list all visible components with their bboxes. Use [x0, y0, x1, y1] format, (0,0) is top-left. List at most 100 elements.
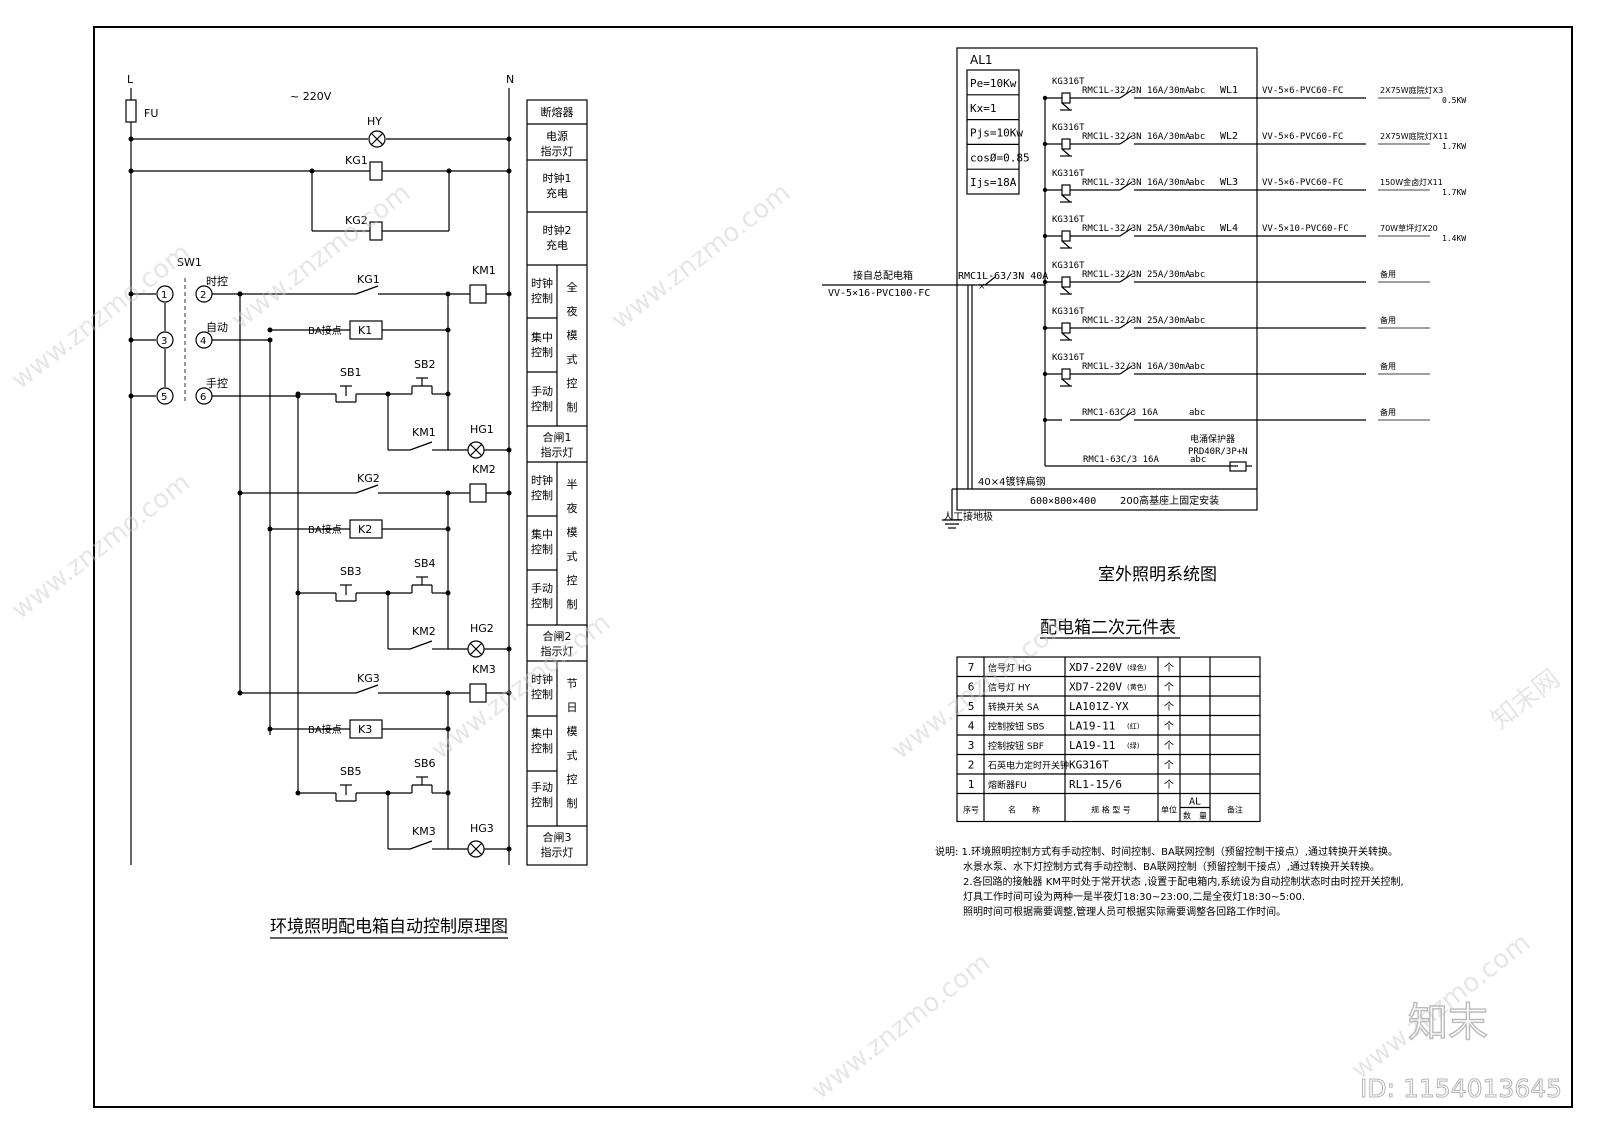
watermark-text-3: www.znzmo.com — [606, 178, 796, 336]
side-cell: 手动 — [531, 581, 553, 595]
parts-unit: 个 — [1164, 662, 1174, 674]
circuit-load: 2X75W庭院灯X3 — [1380, 85, 1443, 95]
junction-dot — [267, 726, 273, 732]
param-value: Kx=1 — [970, 102, 997, 115]
side-cell: 控制 — [531, 741, 553, 755]
side-cell: 控制 — [531, 687, 553, 701]
parts-spec: RL1-15/6 — [1069, 778, 1122, 791]
timer-symbol — [1061, 92, 1071, 104]
label-K3: K3 — [358, 723, 372, 736]
wire — [469, 443, 483, 457]
terminal-2-label: 2 — [200, 290, 206, 301]
label-KG2: KG2 — [345, 214, 368, 227]
circuit-load: 备用 — [1380, 315, 1396, 325]
junction-dot — [1042, 371, 1048, 377]
incoming-cable: VV-5×16-PVC100-FC — [828, 288, 930, 299]
label-KG1: KG1 — [357, 273, 380, 286]
junction-dot — [506, 447, 512, 453]
junction-dot — [267, 327, 273, 333]
param-frame — [966, 69, 1020, 195]
side-mode-char: 模 — [567, 725, 578, 738]
surge-label: 电涌保护器 — [1190, 433, 1235, 445]
parts-spec: KG316T — [1069, 759, 1109, 772]
parts-name: 熔断器FU — [988, 779, 1027, 791]
lamp-HY — [368, 130, 386, 148]
label-KM1: KM1 — [472, 264, 496, 277]
parts-name: 控制按钮 SBS — [988, 721, 1045, 733]
watermark-text-7: www.znzmo.com — [806, 948, 996, 1106]
terminal-6-label: 6 — [200, 392, 206, 403]
circuit-load: 150W金卤灯X11 — [1380, 177, 1443, 187]
side-cell: 控制 — [531, 291, 553, 305]
circuit-phase: abc — [1189, 408, 1205, 418]
parts-name: 信号灯 HG — [988, 662, 1032, 674]
side-mode-char: 半 — [567, 477, 578, 491]
circuit-breaker: RMC1L-32/3N 25A/30mA — [1082, 316, 1191, 326]
terminal-5 — [156, 387, 174, 405]
parts-table-frame — [956, 656, 1261, 823]
timer-symbol — [1061, 368, 1071, 380]
label-voltage: ~ 220V — [290, 90, 332, 103]
param-value: Pjs=10Kw — [970, 127, 1023, 140]
side-mode-char: 模 — [567, 526, 578, 539]
circuit-id: WL1 — [1220, 85, 1238, 96]
circuit-phase: abc — [1189, 224, 1205, 234]
junction-dot — [1042, 417, 1048, 423]
wire — [1119, 365, 1133, 375]
circuit-timer: KG316T — [1052, 169, 1085, 179]
coil-KG1 — [369, 161, 383, 181]
timer-symbol — [1061, 322, 1071, 334]
circuit-timer: KG316T — [1052, 353, 1085, 363]
wire — [1061, 240, 1071, 249]
label-ba: BA接点 — [308, 324, 342, 337]
timer-symbol — [1061, 184, 1071, 196]
junction-dot — [237, 690, 243, 696]
label-KM1-contact: KM1 — [412, 426, 436, 439]
label-KM3: KM3 — [472, 663, 496, 676]
side-cell: 集中 — [531, 330, 553, 344]
side-mode-char: 制 — [567, 598, 578, 611]
circuit-breaker: RMC1L-32/3N 16A/30mA — [1082, 132, 1191, 142]
circuit-breaker: RMC1L-32/3N 16A/30mA — [1082, 178, 1191, 188]
label-ba: BA接点 — [308, 523, 342, 536]
junction-dot — [506, 646, 512, 652]
watermark-id: ID: 1154013645 — [1360, 1074, 1562, 1103]
circuit-cable: VV-5×6-PVC60-FC — [1262, 178, 1343, 188]
timer-symbol — [1061, 138, 1071, 150]
wire — [1119, 181, 1133, 191]
control-schematic: L N FU ~ 220V HY KG1 KG2 SW1 — [125, 73, 514, 939]
side-mode-char: 控 — [567, 376, 578, 390]
param-value: cosØ=0.85 — [970, 151, 1030, 164]
parts-header: 数 量 — [1183, 811, 1207, 821]
junction-dot — [295, 590, 301, 596]
side-mode-char: 式 — [567, 550, 578, 563]
parts-no: 4 — [968, 720, 975, 733]
circuit-phase: abc — [1189, 362, 1205, 372]
terminal-1 — [156, 285, 174, 303]
wire — [409, 840, 433, 850]
side-cell: 指示灯 — [541, 445, 574, 459]
side-cell: 指示灯 — [541, 644, 574, 658]
circuit-load: 备用 — [1380, 407, 1396, 417]
parts-no: 2 — [968, 759, 975, 772]
label-L: L — [127, 73, 134, 86]
surge-phase: abc — [1190, 455, 1206, 465]
junction-dot — [1042, 325, 1048, 331]
note-line: 水景水泵、水下灯控制方式有手动控制、BA联网控制（预留控制干接点）,通过转换开关… — [963, 860, 1380, 873]
circuit-phase: abc — [1189, 270, 1205, 280]
box-mount: 200高基座上固定安装 — [1120, 494, 1219, 507]
parts-spec: LA19-11 — [1069, 720, 1115, 733]
ground-steel: 40×4镀锌扁钢 — [978, 475, 1045, 488]
circuit-breaker: RMC1L-32/3N 25A/30mA — [1082, 224, 1191, 234]
side-cell: 时钟 — [531, 276, 553, 290]
side-mode-char: 制 — [567, 401, 578, 414]
circuit-timer: KG316T — [1052, 215, 1085, 225]
circuit-kw: 1.7KW — [1442, 142, 1466, 151]
